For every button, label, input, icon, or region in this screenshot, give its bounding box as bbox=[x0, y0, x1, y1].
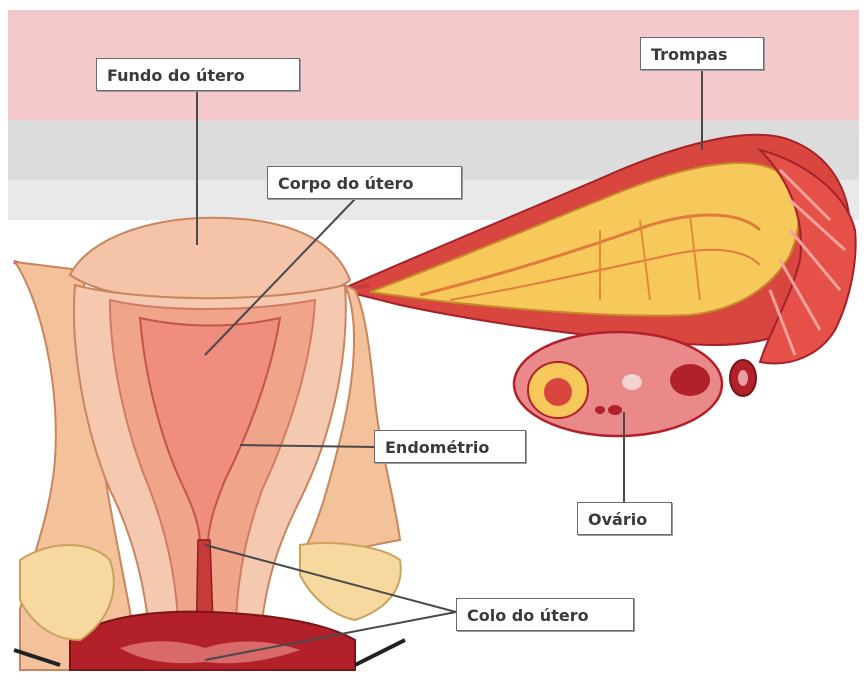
label-trompas: Trompas bbox=[640, 37, 764, 70]
ovary bbox=[514, 332, 722, 436]
label-endometrio: Endométrio bbox=[374, 430, 526, 463]
label-ovario: Ovário bbox=[577, 502, 672, 535]
label-colo-do-utero: Colo do útero bbox=[456, 598, 634, 631]
uterus bbox=[14, 218, 405, 670]
label-corpo-do-utero: Corpo do útero bbox=[267, 166, 462, 199]
label-fundo-do-utero: Fundo do útero bbox=[96, 58, 300, 91]
